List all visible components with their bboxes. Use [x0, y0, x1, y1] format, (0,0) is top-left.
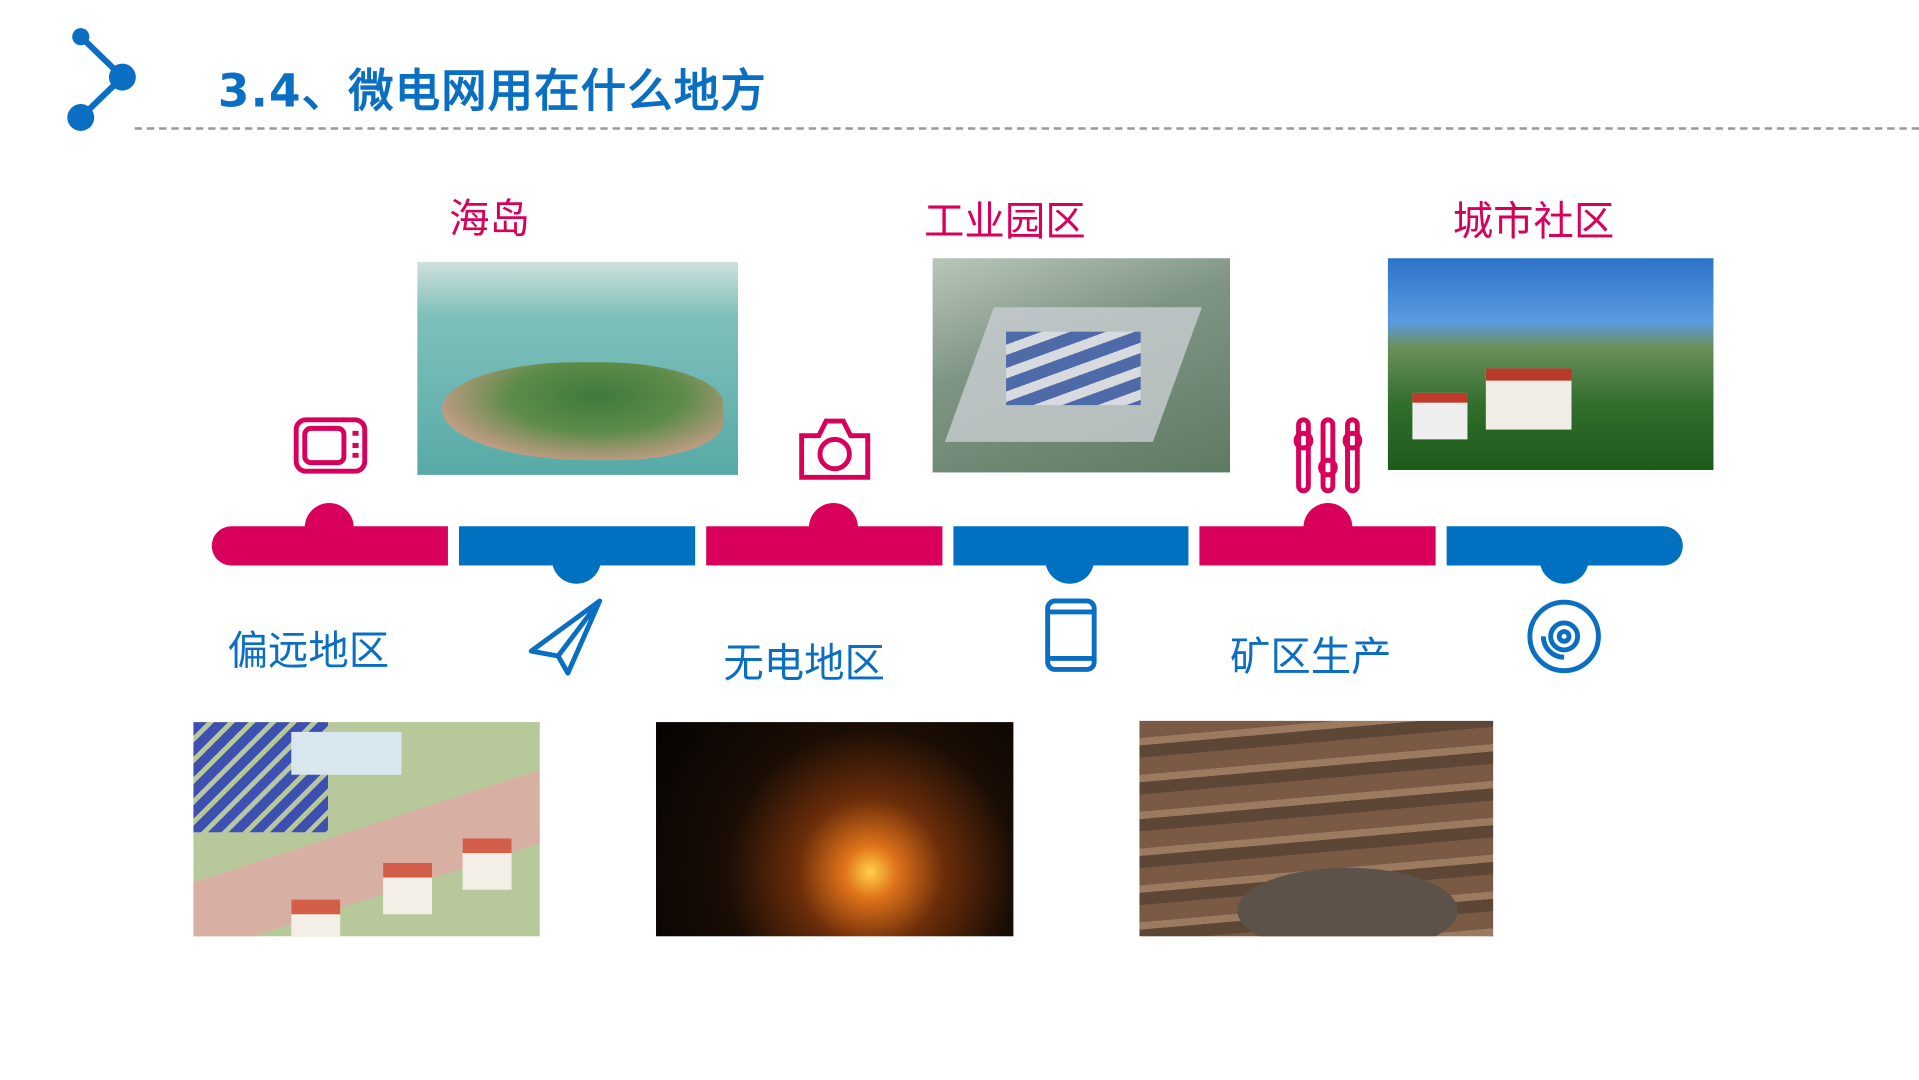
label-remote-area: 偏远地区 [227, 626, 390, 675]
timeline-marker [1303, 503, 1353, 552]
tv-icon [293, 417, 368, 474]
network-logo-icon [67, 28, 136, 131]
page-title: 3.4、微电网用在什么地方 [217, 64, 767, 118]
remote-area-solar-diagram [193, 722, 540, 937]
title-divider [134, 127, 1919, 130]
label-city-community: 城市社区 [1452, 197, 1615, 245]
timeline-marker [1045, 534, 1095, 584]
label-industrial-park: 工业园区 [924, 197, 1086, 245]
timeline-marker [808, 503, 858, 552]
disc-icon [1527, 599, 1601, 674]
timeline-marker [1539, 534, 1589, 584]
paper-plane-icon [528, 598, 603, 676]
label-mining: 矿区生产 [1230, 632, 1392, 681]
timeline-marker [304, 503, 354, 552]
sliders-icon [1293, 417, 1363, 494]
city-community-photo [1387, 258, 1714, 470]
smartphone-icon [1045, 598, 1097, 672]
mining-pit-photo [1139, 720, 1494, 937]
no-electricity-candle-photo [656, 722, 1014, 937]
camera-icon [799, 418, 871, 480]
island-photo [417, 261, 739, 475]
label-island: 海岛 [449, 194, 530, 243]
label-no-electricity-area: 无电地区 [723, 638, 885, 687]
industrial-park-photo [932, 258, 1231, 473]
timeline-marker [551, 534, 601, 584]
